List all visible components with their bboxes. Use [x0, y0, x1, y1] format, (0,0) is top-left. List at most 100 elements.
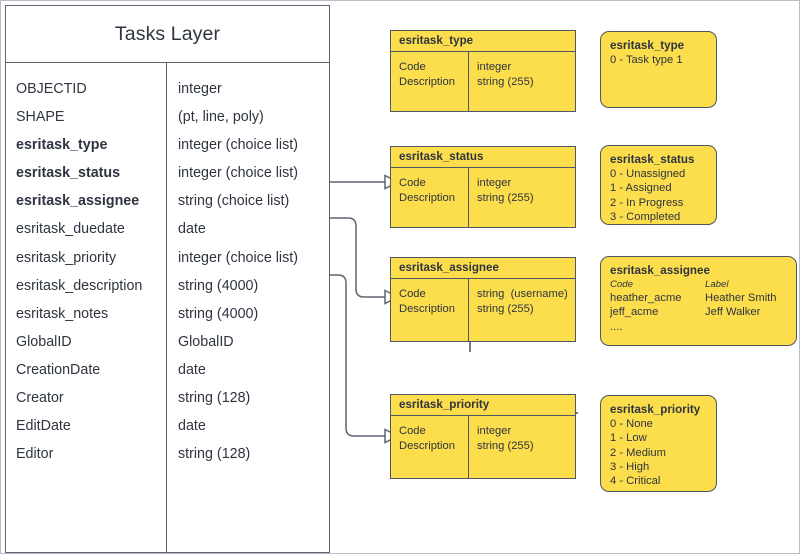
domain-def-title: esritask_assignee: [391, 258, 575, 279]
domain-def-title: esritask_type: [391, 31, 575, 52]
field-name: esritask_notes: [16, 305, 109, 322]
domain-def-left-col: Code Description: [391, 168, 469, 227]
domain-value-item: 2 - Medium: [610, 446, 666, 459]
domain-def-label: Description: [399, 191, 455, 204]
domain-def-label: Code: [399, 288, 426, 300]
domain-value-label: Jeff Walker: [705, 306, 761, 319]
domain-def-body: Code Description string (username) strin…: [391, 279, 575, 341]
domain-values-inner: esritask_type 0 - Task type 1: [601, 32, 716, 67]
domain-def-body: Code Description integer string (255): [391, 416, 575, 478]
domain-values-col-header-label: Label: [705, 279, 729, 290]
domain-def-value: integer: [477, 177, 512, 189]
page-title: Tasks Layer: [114, 22, 221, 45]
domain-def-title: esritask_priority: [391, 395, 575, 416]
domain-value-code: heather_acme: [610, 292, 682, 304]
field-name: GlobalID: [16, 333, 72, 350]
domain-value-code: ....: [610, 320, 623, 333]
domain-values-row: ....: [610, 320, 787, 334]
domain-def-right-col: integer string (255): [469, 416, 575, 478]
domain-def-right-col: integer string (255): [469, 168, 575, 227]
domain-value-item: 1 - Low: [610, 432, 647, 445]
domain-values-esritask-priority[interactable]: esritask_priority 0 - None 1 - Low 2 - M…: [600, 395, 717, 492]
field-name: SHAPE: [16, 109, 65, 126]
domain-values-esritask-type[interactable]: esritask_type 0 - Task type 1: [600, 31, 717, 108]
field-type: string (4000): [178, 305, 259, 322]
domain-def-left-col: Code Description: [391, 279, 469, 341]
field-type: (pt, line, poly): [178, 109, 264, 126]
domain-values-row: heather_acme Heather Smith: [610, 291, 787, 305]
domain-def-value: string (255): [477, 439, 534, 452]
field-type: integer: [178, 81, 222, 97]
domain-values-inner: esritask_priority 0 - None 1 - Low 2 - M…: [601, 396, 716, 488]
domain-def-label: Description: [399, 75, 455, 88]
domain-def-esritask-priority[interactable]: esritask_priority Code Description integ…: [390, 394, 576, 479]
tasks-layer-body: OBJECTID SHAPE esritask_type esritask_st…: [6, 63, 329, 552]
domain-def-left-col: Code Description: [391, 52, 469, 111]
domain-value-code: jeff_acme: [610, 306, 659, 319]
field-name: esritask_description: [16, 277, 143, 294]
domain-def-value: string (255): [477, 191, 534, 204]
domain-def-label: Description: [399, 302, 455, 315]
field-name: Editor: [16, 446, 54, 463]
domain-def-value: string (255): [477, 302, 534, 315]
domain-def-value: integer: [477, 61, 512, 73]
field-type: GlobalID: [178, 333, 234, 350]
field-name: esritask_type: [16, 137, 108, 154]
field-name: esritask_assignee: [16, 193, 140, 210]
domain-def-value: string (255): [477, 75, 534, 88]
domain-value-item: 3 - Completed: [610, 210, 681, 223]
domain-value-item: 4 - Critical: [610, 475, 661, 488]
connector-priority: [330, 274, 385, 437]
domain-def-label: Code: [399, 177, 426, 189]
field-name: OBJECTID: [16, 81, 87, 97]
domain-values-col-header-code: Code: [610, 279, 633, 290]
domain-def-left-col: Code Description: [391, 416, 469, 478]
field-name: esritask_status: [16, 165, 121, 182]
tasks-layer-table[interactable]: Tasks Layer OBJECTID SHAPE esritask_type…: [5, 5, 330, 553]
domain-value-item: 1 - Assigned: [610, 182, 672, 195]
domain-values-esritask-status[interactable]: esritask_status 0 - Unassigned 1 - Assig…: [600, 145, 717, 225]
domain-def-label: Description: [399, 439, 455, 452]
domain-values-title: esritask_priority: [610, 403, 701, 416]
domain-value-label: Heather Smith: [705, 292, 777, 304]
domain-def-label: Code: [399, 425, 426, 437]
field-name: EditDate: [16, 418, 71, 435]
field-type: integer (choice list): [178, 137, 298, 154]
connector-assignee: [330, 217, 385, 298]
domain-value-item: 0 - Unassigned: [610, 168, 686, 180]
domain-def-esritask-type[interactable]: esritask_type Code Description integer s…: [390, 30, 576, 112]
domain-values-header-row: Code Label: [610, 278, 787, 291]
domain-values-inner: esritask_assignee Code Label heather_acm…: [601, 257, 796, 334]
field-type: string (128): [178, 390, 251, 407]
domain-def-body: Code Description integer string (255): [391, 52, 575, 111]
field-type: string (128): [178, 446, 251, 463]
domain-def-label: Code: [399, 61, 426, 73]
field-name: esritask_priority: [16, 249, 117, 266]
domain-def-body: Code Description integer string (255): [391, 168, 575, 227]
domain-def-esritask-assignee[interactable]: esritask_assignee Code Description strin…: [390, 257, 576, 342]
domain-def-title: esritask_status: [391, 147, 575, 168]
field-type: string (4000): [178, 277, 259, 294]
domain-value-label: [705, 320, 787, 334]
domain-def-right-col: integer string (255): [469, 52, 575, 111]
domain-def-value: integer: [477, 425, 512, 437]
field-type: integer (choice list): [178, 165, 298, 182]
domain-values-row: jeff_acme Jeff Walker: [610, 305, 787, 319]
domain-values-inner: esritask_status 0 - Unassigned 1 - Assig…: [601, 146, 716, 224]
domain-value-item: 3 - High: [610, 460, 650, 473]
domain-values-esritask-assignee[interactable]: esritask_assignee Code Label heather_acm…: [600, 256, 797, 346]
field-type: date: [178, 418, 206, 435]
domain-def-value: string (username): [477, 288, 568, 300]
field-name: esritask_duedate: [16, 221, 125, 238]
domain-value-item: 0 - None: [610, 418, 653, 430]
domain-value-item: 0 - Task type 1: [610, 54, 683, 66]
field-type: date: [178, 361, 206, 378]
domain-values-title: esritask_assignee: [610, 264, 710, 277]
field-type: string (choice list): [178, 193, 290, 210]
domain-value-item: 2 - In Progress: [610, 196, 684, 209]
field-name: Creator: [16, 390, 64, 407]
domain-def-esritask-status[interactable]: esritask_status Code Description integer…: [390, 146, 576, 228]
tasks-layer-header: Tasks Layer: [6, 6, 329, 63]
domain-values-title: esritask_status: [610, 153, 695, 166]
